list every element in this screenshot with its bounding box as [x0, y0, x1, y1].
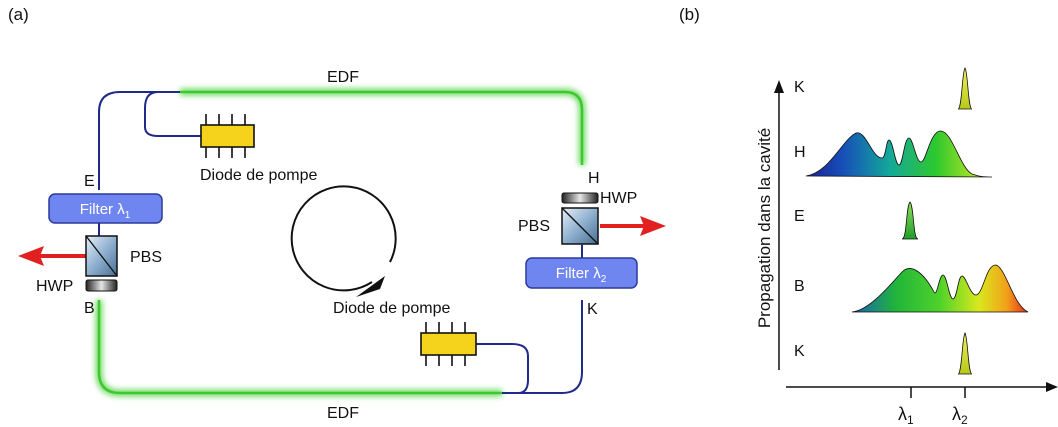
vertical-axis-arrow-icon: [774, 80, 784, 93]
filter-lambda2-text: Filter λ: [556, 265, 602, 282]
passive-fiber: [98, 91, 583, 394]
panel-b-label: (b): [679, 5, 700, 24]
pump-label-top: Diode de pompe: [200, 167, 318, 184]
hwp-right-label: HWP: [600, 190, 637, 207]
panel-a-label: (a): [8, 5, 29, 24]
pbs-right: [561, 207, 599, 245]
point-B-label: B: [84, 300, 95, 317]
pbs-left-label: PBS: [130, 249, 162, 266]
pump-diode-bottom: [420, 322, 477, 366]
pump-diode-top: [200, 114, 255, 158]
spectrum-B: [851, 264, 1029, 313]
spectrum-K-bottom: [957, 332, 973, 375]
row-label-B: B: [794, 278, 805, 295]
lambda1-label: λ1: [898, 404, 914, 427]
edf-label-bottom: EDF: [327, 405, 359, 422]
horizontal-axis-arrow-icon: [1046, 382, 1058, 392]
row-label-H: H: [794, 144, 806, 161]
hwp-right: [561, 192, 599, 204]
edf-glow: [95, 88, 586, 397]
point-H-label: H: [588, 170, 600, 187]
lambda1-sub: 1: [907, 413, 914, 427]
panel-b-axes: [778, 90, 1048, 388]
hwp-left: [85, 279, 118, 292]
circulation-arrow-icon: [290, 185, 397, 297]
filter-lambda1-sub: 1: [125, 210, 131, 221]
filter-lambda2-label: Filter λ2: [556, 265, 607, 285]
filter-lambda1-label: Filter λ1: [80, 201, 131, 221]
lambda2-symbol: λ: [952, 404, 961, 424]
filter-lambda2: [525, 257, 638, 289]
row-label-K-bottom: K: [794, 343, 805, 360]
spectrum-E: [901, 201, 919, 240]
lambda1-symbol: λ: [898, 404, 907, 424]
pbs-left: [85, 235, 118, 277]
row-label-K-top: K: [794, 79, 805, 96]
filter-lambda2-sub: 2: [601, 274, 607, 285]
output-arrow-left: [18, 246, 88, 266]
edf-label-top: EDF: [327, 69, 359, 86]
hwp-left-label: HWP: [36, 278, 73, 295]
point-E-label: E: [84, 173, 95, 190]
output-arrow-right: [600, 216, 666, 236]
point-K-label: K: [587, 301, 598, 318]
filter-lambda1-text: Filter λ: [80, 201, 126, 218]
pump-label-bottom: Diode de pompe: [333, 300, 451, 317]
lambda2-sub: 2: [961, 413, 968, 427]
spectrum-K-top: [957, 67, 973, 110]
filter-lambda1: [48, 193, 163, 224]
edf-fiber: [97, 90, 584, 395]
lambda2-label: λ2: [952, 404, 968, 427]
propagation-axis-label: Propagation dans la cavité: [755, 128, 774, 328]
spectrum-H: [805, 130, 993, 178]
pbs-right-label: PBS: [518, 218, 550, 235]
row-label-E: E: [794, 208, 805, 225]
